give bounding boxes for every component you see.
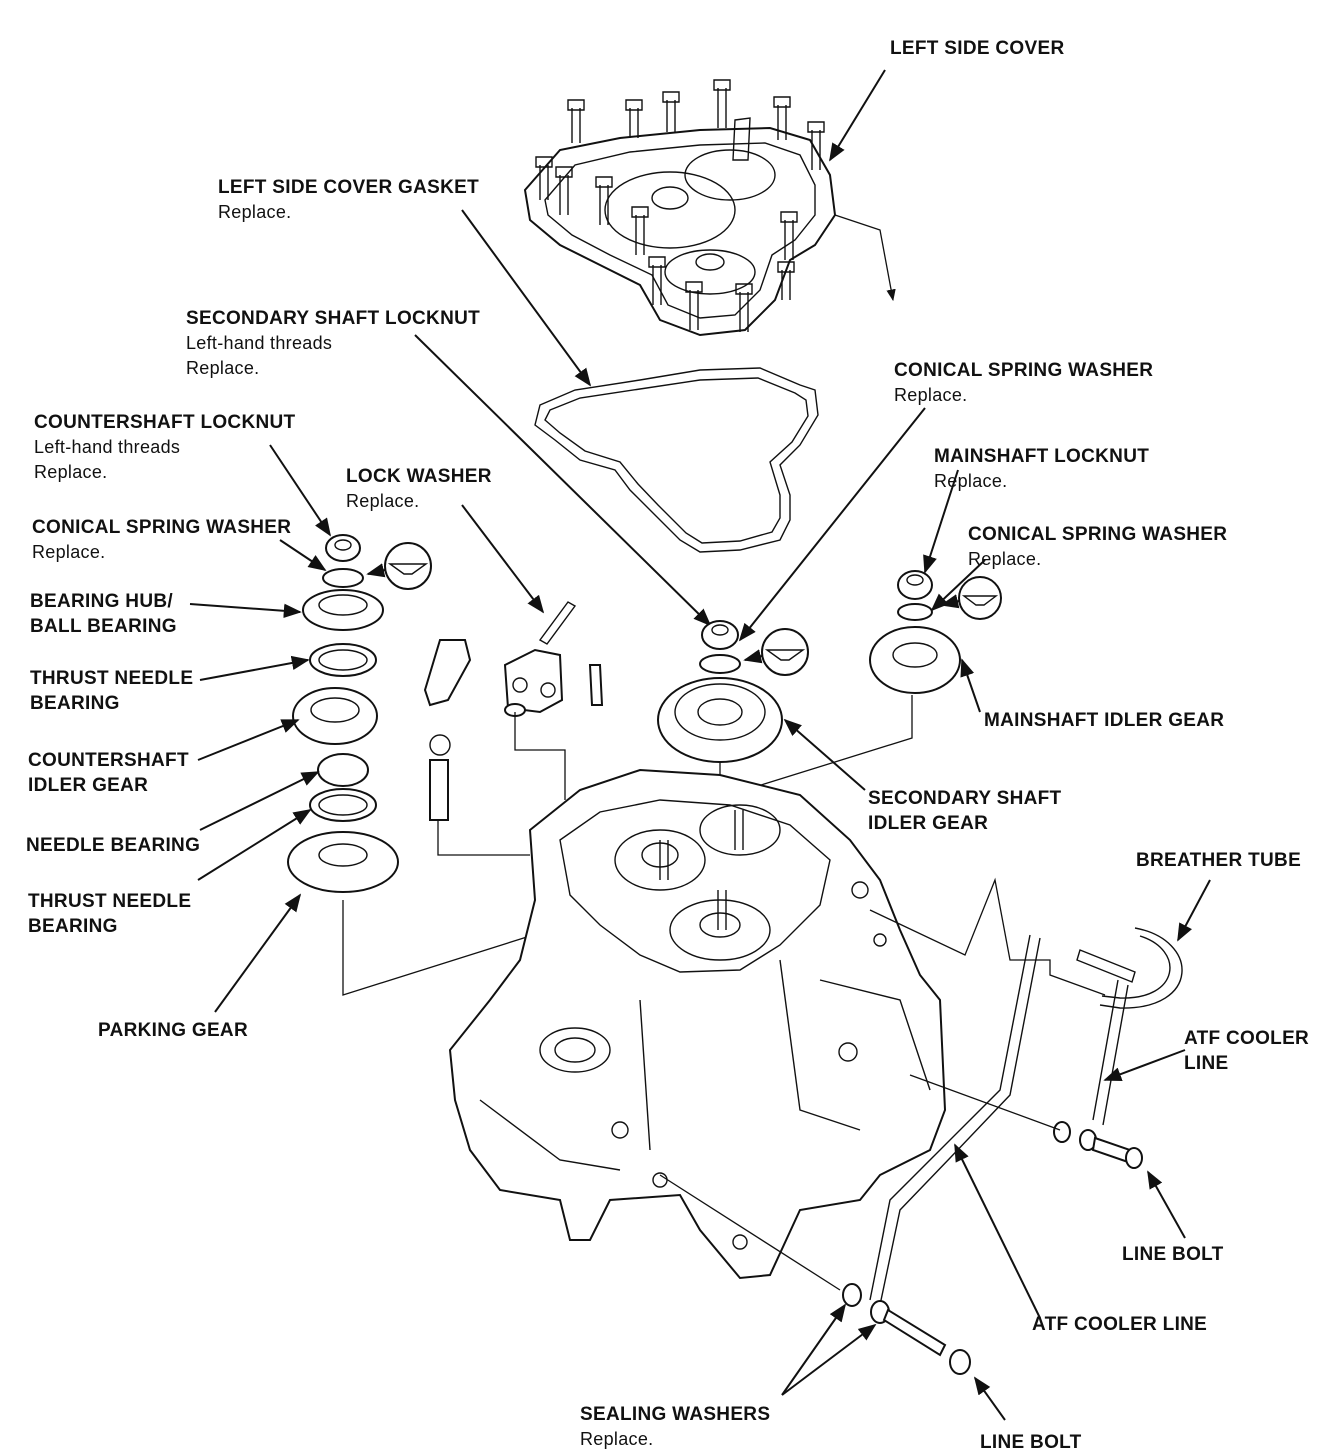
callout-thrust-needle-bearing-upper: THRUST NEEDLE BEARING xyxy=(30,666,193,716)
mainshaft-stack-part xyxy=(744,469,986,791)
callout-title: CONICAL SPRING WASHER xyxy=(894,360,1154,381)
callout-note: Replace. xyxy=(968,549,1042,569)
callout-secondary-shaft-idler-gear: SECONDARY SHAFT IDLER GEAR xyxy=(868,786,1061,836)
callout-title: CONICAL SPRING WASHER xyxy=(968,524,1228,545)
left-side-cover-part xyxy=(523,79,896,337)
callout-line: IDLER GEAR xyxy=(868,813,989,834)
callout-conical-spring-washer-main: CONICAL SPRING WASHER Replace. xyxy=(968,522,1227,572)
callout-line: ATF COOLER xyxy=(1184,1028,1310,1049)
callout-line: SECONDARY SHAFT xyxy=(868,788,1062,809)
callout-note: Left-hand threads xyxy=(34,437,181,457)
callout-line: BEARING xyxy=(28,916,118,937)
callout-left-side-cover: LEFT SIDE COVER xyxy=(890,36,1064,61)
callout-mainshaft-locknut: MAINSHAFT LOCKNUT Replace. xyxy=(934,444,1149,494)
lock-washer-part xyxy=(423,504,604,856)
callout-secondary-shaft-locknut: SECONDARY SHAFT LOCKNUT Left-hand thread… xyxy=(186,306,480,381)
callout-note: Replace. xyxy=(346,491,420,511)
callout-note: Replace. xyxy=(32,542,106,562)
callout-title: NEEDLE BEARING xyxy=(26,835,201,856)
callout-countershaft-idler-gear: COUNTERSHAFT IDLER GEAR xyxy=(28,748,189,798)
callout-title: COUNTERSHAFT LOCKNUT xyxy=(34,412,296,433)
callout-conical-spring-washer-counter: CONICAL SPRING WASHER Replace. xyxy=(32,515,291,565)
washer-orientation-icon xyxy=(366,542,432,590)
callout-left-side-cover-gasket: LEFT SIDE COVER GASKET Replace. xyxy=(218,175,479,225)
transmission-case-part xyxy=(448,768,947,1280)
callout-line: IDLER GEAR xyxy=(28,775,149,796)
callout-sealing-washers: SEALING WASHERS Replace. xyxy=(580,1402,770,1452)
callout-title: LINE BOLT xyxy=(1122,1244,1224,1265)
callout-lock-washer: LOCK WASHER Replace. xyxy=(346,464,492,514)
gasket-part xyxy=(534,367,819,553)
callout-title: MAINSHAFT IDLER GEAR xyxy=(984,710,1225,731)
callout-line-bolt-lower: LINE BOLT xyxy=(980,1430,1082,1455)
washer-orientation-icon xyxy=(940,576,1002,620)
callout-conical-spring-washer-secondary: CONICAL SPRING WASHER Replace. xyxy=(894,358,1153,408)
callout-note: Replace. xyxy=(218,202,292,222)
callout-line: BEARING xyxy=(30,693,120,714)
callout-countershaft-locknut: COUNTERSHAFT LOCKNUT Left-hand threads R… xyxy=(34,410,295,485)
callout-title: BREATHER TUBE xyxy=(1136,850,1302,871)
callout-line-bolt-upper: LINE BOLT xyxy=(1122,1242,1224,1267)
callout-title: SEALING WASHERS xyxy=(580,1404,771,1425)
secondary-shaft-stack-part xyxy=(657,620,783,800)
callout-line: BALL BEARING xyxy=(30,616,177,637)
callout-note: Left-hand threads xyxy=(186,333,333,353)
callout-title: SECONDARY SHAFT LOCKNUT xyxy=(186,308,481,329)
countershaft-stack-part xyxy=(287,534,566,996)
callout-line: THRUST NEEDLE xyxy=(30,668,194,689)
callout-breather-tube: BREATHER TUBE xyxy=(1136,848,1301,873)
callout-line: THRUST NEEDLE xyxy=(28,891,192,912)
callout-note: Replace. xyxy=(894,385,968,405)
breather-tube-part xyxy=(659,877,1183,1375)
callout-note: Replace. xyxy=(34,462,108,482)
callout-title: LINE BOLT xyxy=(980,1432,1082,1453)
callout-note: Replace. xyxy=(934,471,1008,491)
callout-line: BEARING HUB/ xyxy=(30,591,173,612)
callout-mainshaft-idler-gear: MAINSHAFT IDLER GEAR xyxy=(984,708,1224,733)
callout-atf-cooler-line-upper: ATF COOLER LINE xyxy=(1184,1026,1309,1076)
callout-bearing-hub-ball-bearing: BEARING HUB/ BALL BEARING xyxy=(30,589,177,639)
washer-orientation-icon xyxy=(743,628,809,676)
callout-thrust-needle-bearing-lower: THRUST NEEDLE BEARING xyxy=(28,889,191,939)
callout-title: ATF COOLER LINE xyxy=(1032,1314,1208,1335)
callout-needle-bearing: NEEDLE BEARING xyxy=(26,833,200,858)
callout-title: PARKING GEAR xyxy=(98,1020,248,1041)
callout-line: LINE xyxy=(1184,1053,1229,1074)
callout-atf-cooler-line-lower: ATF COOLER LINE xyxy=(1032,1312,1207,1337)
callout-note: Replace. xyxy=(186,358,260,378)
callout-line: COUNTERSHAFT xyxy=(28,750,189,771)
callout-parking-gear: PARKING GEAR xyxy=(98,1018,248,1043)
callout-title: MAINSHAFT LOCKNUT xyxy=(934,446,1150,467)
callout-title: LEFT SIDE COVER GASKET xyxy=(218,177,480,198)
callout-note: Replace. xyxy=(580,1429,654,1449)
callout-title: CONICAL SPRING WASHER xyxy=(32,517,292,538)
callout-title: LOCK WASHER xyxy=(346,466,492,487)
callout-title: LEFT SIDE COVER xyxy=(890,38,1065,59)
